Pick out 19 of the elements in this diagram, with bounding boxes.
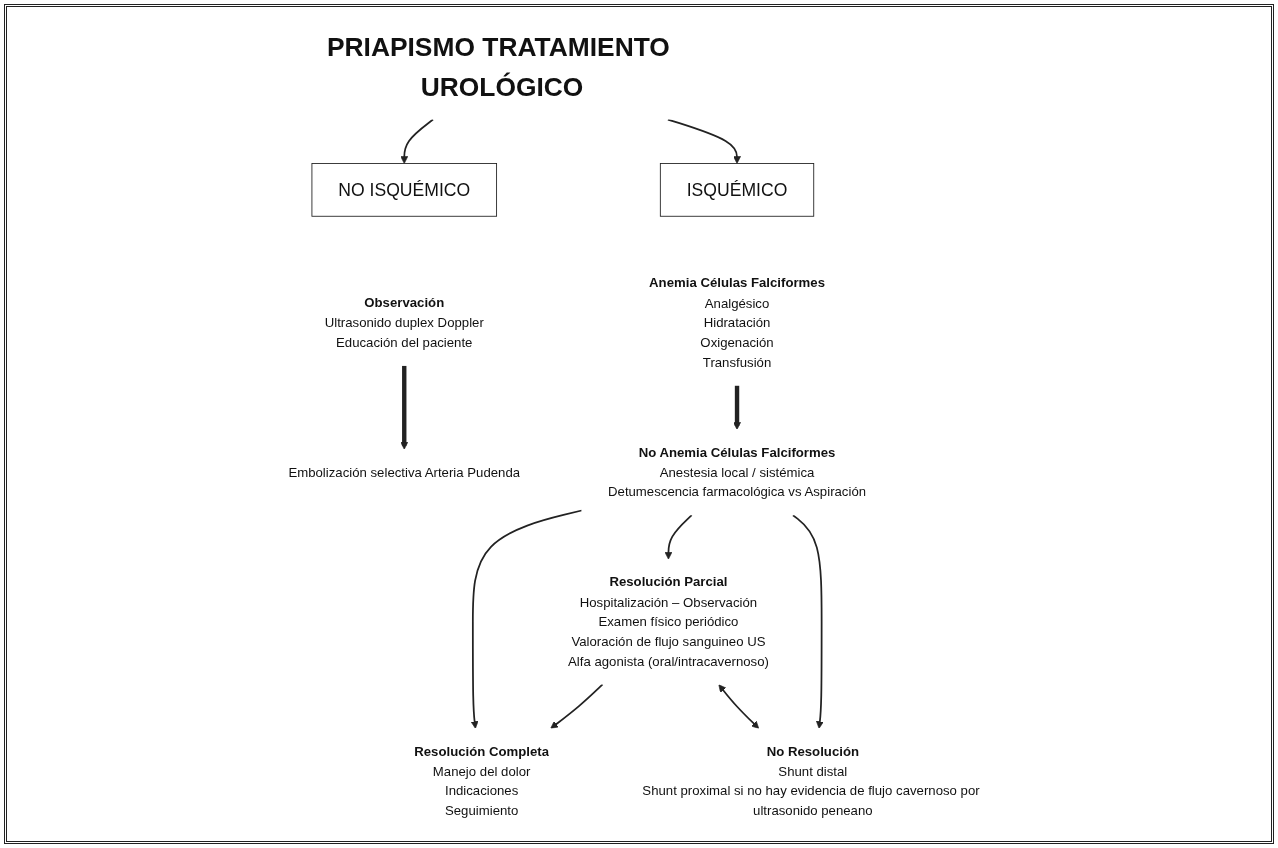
arrow	[718, 684, 760, 729]
arrow	[733, 385, 742, 430]
node-text: PRIAPISMO TRATAMIENTO UROLÓGICO	[327, 32, 671, 102]
arrow	[667, 118, 742, 164]
node-text: No Resolución Shunt distal Shunt proximal si no hay evidencia de flujo cavernoso por ultrasonido peneano	[642, 743, 981, 818]
node-text: Observación Ultrasonido duplex Doppler Educación del paciente	[325, 294, 485, 350]
node-text: Embolización selectiva Arteria Pudenda	[288, 464, 521, 480]
node-text: Resolución Completa Manejo del dolor Indicaciones Seguimiento	[414, 743, 550, 818]
arrow	[665, 514, 693, 560]
node-text: No Anemia Células Falciformes Anestesia local / sistémica Detumescencia farmacológica vs Aspiración	[608, 444, 867, 499]
arrow	[471, 509, 583, 729]
node-box: ISQUÉMICO	[660, 163, 815, 217]
node-box: NO ISQUÉMICO	[311, 163, 498, 217]
arrow	[400, 365, 409, 450]
node-text: Anemia Células Falciformes Analgésico Hidratación Oxigenación Transfusión	[649, 275, 826, 370]
arrow	[550, 683, 604, 729]
node-text: Resolución Parcial Hospitalización – Observación Examen físico periódico Valoración de flujo sanguineo US Alfa agonista (oral/intracavernoso)	[568, 574, 770, 669]
arrow	[792, 514, 825, 729]
arrow	[400, 118, 435, 164]
